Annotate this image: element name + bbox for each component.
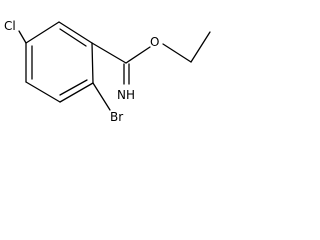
- bond-o-ch2: [162, 43, 192, 63]
- ring-bond-6: [25, 21, 60, 44]
- bond-br: [92, 82, 111, 111]
- ring-bond-3: [59, 82, 94, 103]
- bond-c-o: [125, 46, 151, 64]
- bond-ch2-ch3: [190, 31, 211, 63]
- ring-bond-4: [25, 81, 61, 103]
- ring-bond-1: [58, 21, 93, 44]
- ring-double-bond-b: [59, 79, 88, 96]
- bond-cl: [18, 30, 27, 44]
- ring-bond-2: [91, 42, 94, 84]
- bromine-label: Br: [110, 110, 123, 124]
- structure-diagram: Cl Br NH O: [4, 19, 211, 124]
- bond-ring-to-imidate-carbon: [91, 42, 127, 64]
- chlorine-label: Cl: [4, 19, 16, 33]
- ring-double-bond-a: [59, 28, 87, 47]
- oxygen-label: O: [150, 35, 159, 49]
- imine-label: NH: [117, 88, 135, 102]
